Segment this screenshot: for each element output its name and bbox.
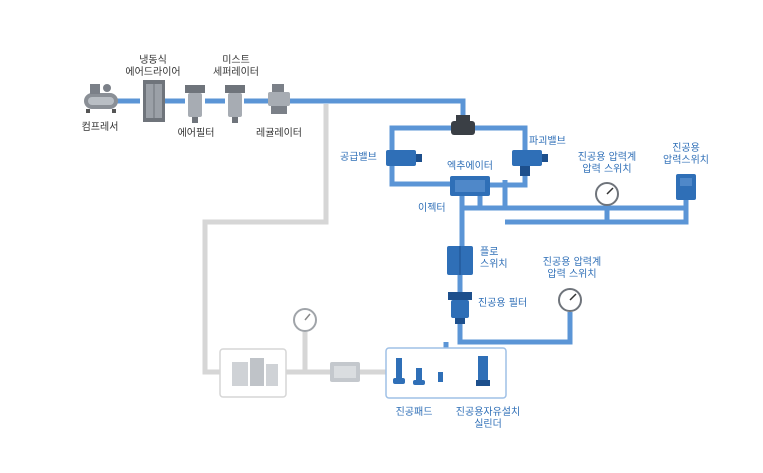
compressor-label: 컴프레서 <box>81 122 119 133</box>
tee-fitting-icon <box>451 115 475 135</box>
air-filter-icon <box>185 85 205 123</box>
blue-pipe-network <box>116 98 689 350</box>
mist-separator-icon <box>225 85 245 123</box>
break-valve-label: 파괴밸브 <box>529 136 566 147</box>
vacuum-gauge-2-icon <box>558 288 582 312</box>
gray-pipe-network <box>202 104 386 375</box>
gray-valve-icon <box>330 362 360 382</box>
compressor-icon <box>84 84 118 113</box>
vacuum-pad-icon <box>393 358 443 385</box>
gray-gauge-icon <box>293 308 317 332</box>
vacuum-gauge-icon <box>595 182 619 206</box>
ejector-label: 이젝터 <box>418 203 446 214</box>
vacuum-pad-label: 진공패드 <box>395 407 433 418</box>
supply-valve-icon <box>386 150 422 166</box>
actuator-label: 엑추에이터 <box>447 161 493 172</box>
supply-valve-label: 공급밸브 <box>340 152 377 163</box>
regulator-label: 레귤레이터 <box>256 128 302 139</box>
flow-switch-icon <box>447 246 473 275</box>
ejector-icon <box>450 176 490 196</box>
regulator-icon <box>268 84 290 114</box>
free-cylinder-icon <box>476 356 490 386</box>
vacuum-filter-icon <box>448 292 472 324</box>
vacuum-switch-icon <box>676 174 696 200</box>
vacuum-filter-label: 진공용 필터 <box>478 298 528 309</box>
refrigerated-dryer-icon <box>143 80 165 122</box>
break-valve-icon <box>512 150 548 176</box>
air-filter-label: 에어필터 <box>177 128 215 139</box>
vacuum-pump-group <box>219 348 287 398</box>
end-effector-group <box>385 347 507 399</box>
